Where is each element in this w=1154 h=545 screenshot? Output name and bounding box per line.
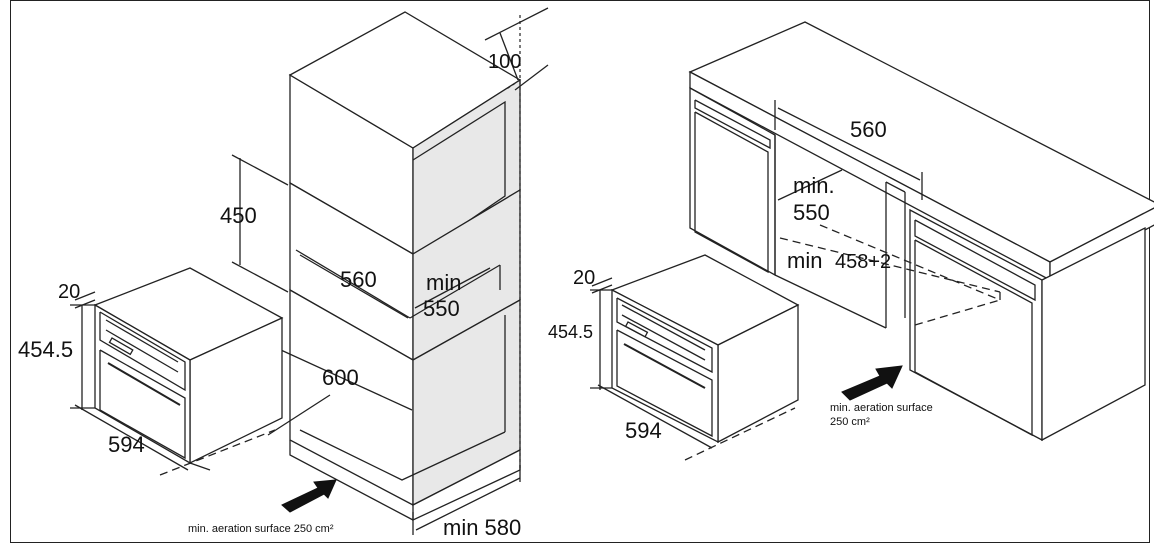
dim-454-5-right-label: 454.5 <box>548 322 593 342</box>
diagram-frame <box>10 0 1150 543</box>
dim-min-550-left: min 550 <box>414 267 491 321</box>
dim-450: 450 <box>220 154 289 293</box>
dim-min-550-right-line2: 550 <box>793 200 830 225</box>
dim-min-550-right-line1: min. <box>793 173 835 198</box>
counter-unit: 560 min. 550 min 458+2 <box>688 21 1154 442</box>
dim-min-550-left-line1: min <box>426 270 461 295</box>
dim-450-label: 450 <box>220 203 257 228</box>
aeration-arrow-left: min. aeration surface 250 cm² <box>188 479 337 535</box>
dim-560-right-label: 560 <box>850 117 887 142</box>
dim-20-right-label: 20 <box>573 267 595 289</box>
dim-560-left: 560 <box>299 254 409 319</box>
dim-min-580-label: min 580 <box>443 515 521 540</box>
dim-100: 100 <box>484 7 549 91</box>
dim-594-right-label: 594 <box>625 418 662 443</box>
dim-20-left-label: 20 <box>58 281 80 303</box>
aeration-note-right-line2: 250 cm² <box>830 416 870 428</box>
dim-458-2-label: 458+2 <box>835 251 891 273</box>
dim-100-label: 100 <box>488 51 521 73</box>
dim-min-550-left-line2: 550 <box>423 296 460 321</box>
tall-cabinet <box>288 11 522 522</box>
dim-600-label: 600 <box>322 365 359 390</box>
aeration-note-left: min. aeration surface 250 cm² <box>188 523 334 535</box>
aeration-arrow-right: min. aeration surface 250 cm² <box>830 365 933 428</box>
dim-min-right-label: min <box>787 248 822 273</box>
dim-560-left-label: 560 <box>340 267 377 292</box>
dim-454-5-left-label: 454.5 <box>18 337 73 362</box>
oven-left: 20 454.5 594 <box>18 267 284 476</box>
dim-min-580: min 580 <box>412 465 521 540</box>
oven-right: 20 454.5 594 <box>548 254 800 461</box>
dim-600: 600 <box>267 344 413 436</box>
aeration-note-right-line1: min. aeration surface <box>830 402 933 414</box>
worktop-edge-side <box>1049 207 1154 282</box>
dim-594-left-label: 594 <box>108 432 145 457</box>
right-cabinet-side <box>1041 226 1146 442</box>
